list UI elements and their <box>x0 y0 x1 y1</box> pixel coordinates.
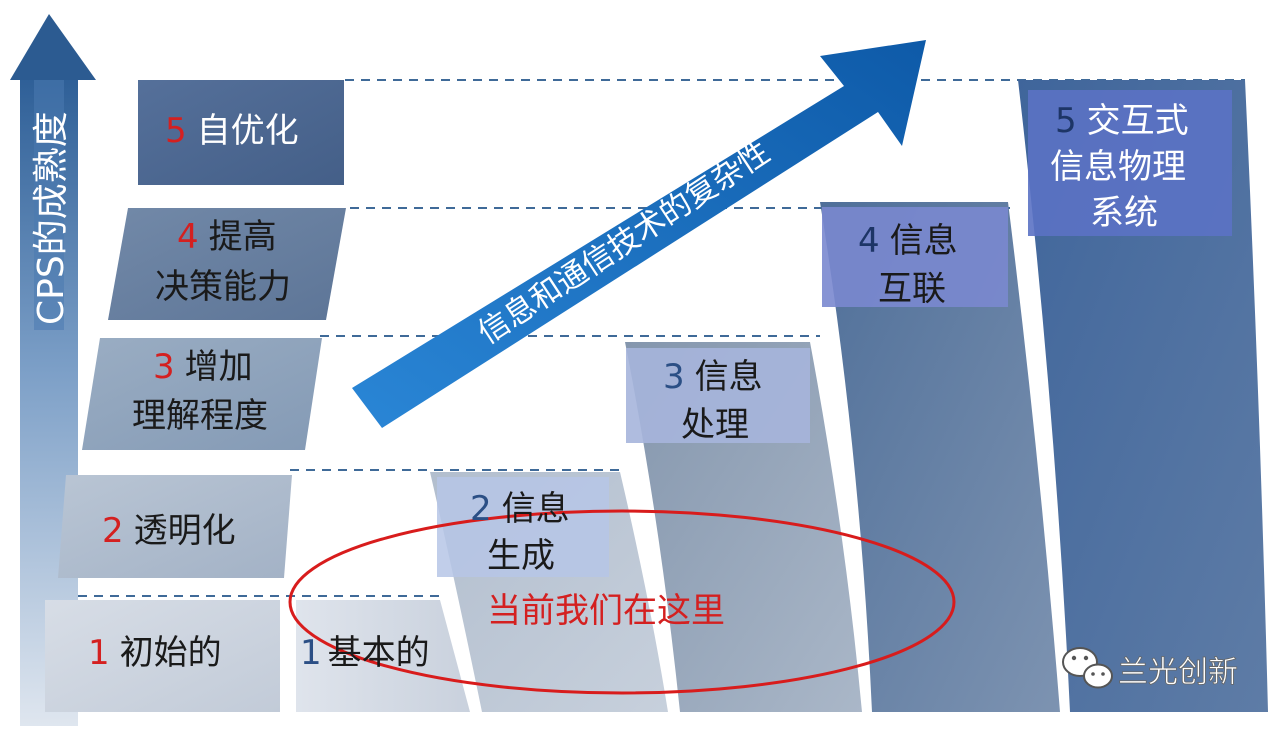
maturity-level-2-number: 2 <box>102 511 124 551</box>
maturity-level-5-text: 自优化 <box>197 111 299 151</box>
ict-column-3-label-panel <box>626 348 810 443</box>
ict-column-2-number: 2 <box>470 489 492 529</box>
ict-column-2-label-line2: 生成 <box>487 536 555 576</box>
ict-column-5-label-line2: 信息物理 <box>1050 147 1186 187</box>
maturity-levels <box>45 80 346 712</box>
maturity-level-2-text: 透明化 <box>134 511 236 551</box>
maturity-level-4-block <box>108 208 346 320</box>
ict-column-2-label-panel <box>437 477 609 577</box>
maturity-level-1-number: 1 <box>88 633 110 673</box>
maturity-level-1-block <box>45 600 280 712</box>
ict-column-3-text-1: 信息 <box>695 357 763 397</box>
ict-column-5-block <box>1018 80 1268 712</box>
watermark: 兰光创新 <box>1062 647 1238 690</box>
ict-column-4-label-line2: 互联 <box>878 269 946 309</box>
ict-column-4-text-1: 信息 <box>890 221 958 261</box>
maturity-level-2-block <box>58 475 292 578</box>
maturity-level-1-text: 初始的 <box>120 633 222 673</box>
ict-column-5-label-line3: 系统 <box>1090 193 1158 233</box>
ict-column-5-number: 5 <box>1055 101 1077 141</box>
ict-columns <box>296 80 1268 712</box>
maturity-level-4-text-1: 提高 <box>209 217 277 257</box>
maturity-level-4-number: 4 <box>177 217 199 257</box>
y-axis-label: CPS的成熟度 <box>31 111 72 325</box>
current-position-label: 当前我们在这里 <box>487 591 725 631</box>
ict-column-1-text: 基本的 <box>328 633 430 673</box>
maturity-level-5-block <box>138 80 344 185</box>
current-position-ellipse <box>288 509 956 695</box>
maturity-level-3-block <box>82 338 322 450</box>
wechat-icon <box>1062 647 1113 689</box>
ict-column-2-text-1: 信息 <box>502 489 570 529</box>
ict-column-4-block <box>820 202 1060 712</box>
maturity-level-4-label-line2: 决策能力 <box>155 267 291 307</box>
maturity-level-3-label-line2: 理解程度 <box>132 396 268 436</box>
ict-complexity-arrow-label: 信息和通信技术的复杂性 <box>472 134 777 351</box>
ict-column-5-label-panel <box>1028 90 1232 236</box>
ict-column-5-text-1: 交互式 <box>1087 101 1189 141</box>
ict-column-4-label-panel <box>822 207 1008 307</box>
ict-column-4-number: 4 <box>858 221 880 261</box>
ict-column-3-label-line2: 处理 <box>681 405 749 445</box>
maturity-level-3-text-1: 增加 <box>185 347 253 387</box>
ict-complexity-arrow <box>352 40 926 428</box>
ict-column-1-number: 1 <box>300 633 322 673</box>
maturity-level-3-number: 3 <box>153 347 175 387</box>
ict-column-1-block <box>296 600 470 712</box>
ict-column-3-number: 3 <box>663 357 685 397</box>
maturity-level-5-number: 5 <box>165 111 187 151</box>
watermark-text: 兰光创新 <box>1118 655 1238 690</box>
